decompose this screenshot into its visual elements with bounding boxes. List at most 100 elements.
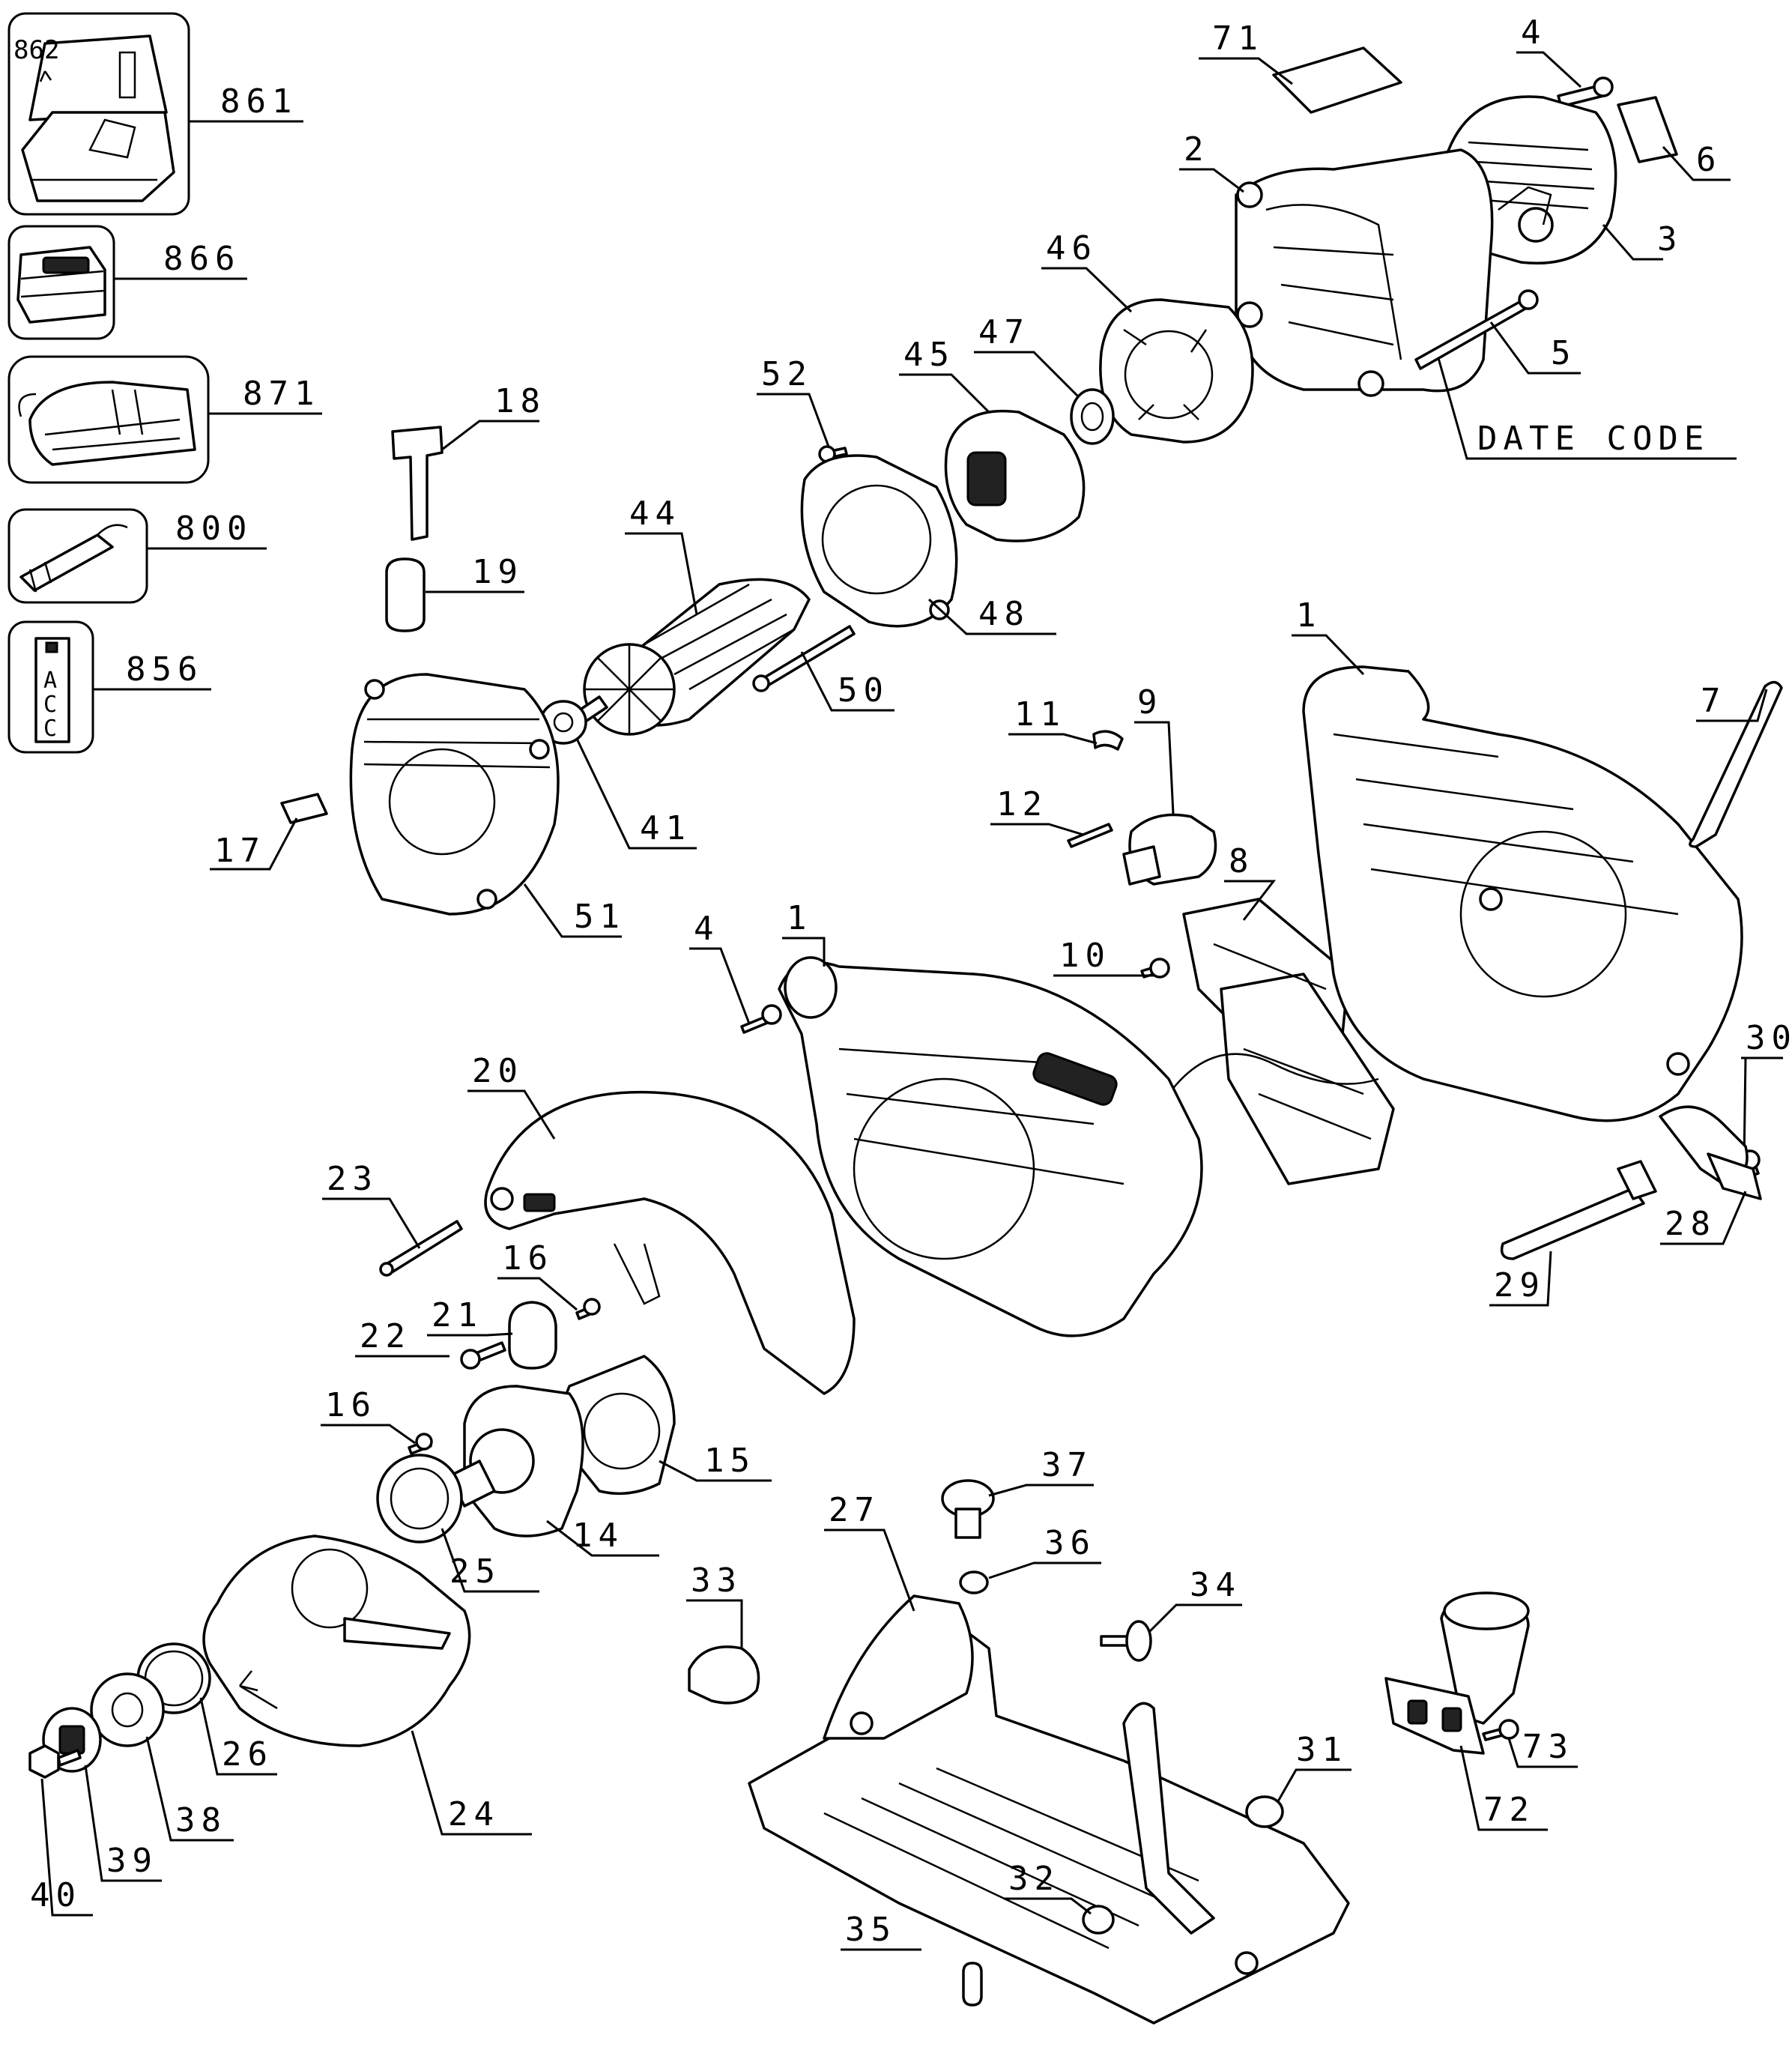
svg-text:19: 19 bbox=[472, 553, 524, 591]
part-shoe-27: 27 bbox=[748, 1491, 1350, 2025]
svg-text:38: 38 bbox=[175, 1801, 227, 1839]
svg-text:72: 72 bbox=[1483, 1791, 1535, 1829]
label-861: 861 bbox=[220, 82, 297, 121]
svg-text:8: 8 bbox=[1229, 842, 1255, 880]
part-upper-guard-20: 20 bbox=[467, 1052, 856, 1395]
svg-text:10: 10 bbox=[1059, 937, 1111, 975]
svg-text:50: 50 bbox=[838, 671, 889, 710]
part-washer-31: 31 bbox=[1245, 1731, 1351, 1828]
part-pad-32: 32 bbox=[1004, 1860, 1115, 1935]
date-code-label: DATE CODE bbox=[1477, 420, 1710, 458]
part-brush-holder-46: 46 bbox=[1041, 229, 1254, 444]
svg-text:5: 5 bbox=[1551, 334, 1577, 372]
part-label-6: 6 bbox=[1617, 96, 1731, 181]
svg-text:21: 21 bbox=[432, 1296, 483, 1334]
accessory-kit-box-861: 862 861 bbox=[7, 12, 303, 216]
svg-text:17: 17 bbox=[214, 832, 266, 870]
svg-text:33: 33 bbox=[691, 1561, 742, 1600]
svg-text:28: 28 bbox=[1665, 1205, 1716, 1243]
part-rod-29: 29 bbox=[1489, 1160, 1657, 1307]
svg-text:29: 29 bbox=[1494, 1266, 1546, 1304]
part-screw-4-left: 4 bbox=[689, 910, 782, 1034]
svg-text:6: 6 bbox=[1696, 141, 1722, 179]
part-label-71: 71 bbox=[1199, 19, 1402, 114]
part-lower-guard-24: 24 bbox=[202, 1535, 532, 1836]
part-bolt-34: 34 bbox=[1100, 1566, 1242, 1662]
svg-text:46: 46 bbox=[1046, 229, 1098, 267]
part-washer-38: 38 bbox=[90, 1672, 234, 1842]
part-screw-52: 52 bbox=[757, 355, 848, 463]
svg-text:24: 24 bbox=[448, 1795, 500, 1833]
svg-text:41: 41 bbox=[640, 809, 691, 847]
svg-text:45: 45 bbox=[903, 336, 955, 374]
part-baffle-48: 48 bbox=[800, 454, 1056, 635]
svg-text:18: 18 bbox=[494, 382, 546, 420]
svg-text:20: 20 bbox=[472, 1052, 524, 1090]
svg-text:14: 14 bbox=[572, 1517, 624, 1555]
svg-text:40: 40 bbox=[30, 1876, 82, 1914]
svg-text:16: 16 bbox=[502, 1239, 554, 1278]
svg-text:44: 44 bbox=[629, 495, 681, 533]
svg-text:35: 35 bbox=[845, 1911, 897, 1949]
part-screw-10: 10 bbox=[1053, 937, 1170, 979]
part-screw-22: 22 bbox=[355, 1317, 506, 1370]
part-knob-33: 33 bbox=[686, 1561, 760, 1705]
svg-text:34: 34 bbox=[1190, 1566, 1241, 1604]
acc-tag-c2: C bbox=[43, 716, 57, 742]
svg-text:27: 27 bbox=[829, 1491, 880, 1529]
svg-text:52: 52 bbox=[761, 355, 813, 393]
svg-text:47: 47 bbox=[978, 313, 1030, 351]
accessory-manual-box-856: A C C 856 bbox=[7, 620, 211, 754]
part-bolt-40: 40 bbox=[28, 1744, 93, 1917]
svg-text:51: 51 bbox=[574, 898, 626, 936]
part-lever-28: 28 bbox=[1659, 1105, 1762, 1245]
svg-text:23: 23 bbox=[327, 1160, 378, 1198]
part-pin-23: 23 bbox=[322, 1160, 463, 1277]
part-bushing-21: 21 bbox=[427, 1296, 557, 1370]
part-brush-18: 18 bbox=[391, 382, 546, 541]
svg-text:32: 32 bbox=[1008, 1860, 1060, 1898]
label-871: 871 bbox=[243, 375, 320, 413]
accessory-battery-box-866: 866 bbox=[7, 225, 247, 340]
part-bearing-47: 47 bbox=[974, 313, 1115, 445]
svg-text:71: 71 bbox=[1212, 19, 1264, 58]
accessory-charger-box-871: 871 bbox=[7, 355, 322, 484]
svg-text:48: 48 bbox=[978, 595, 1030, 633]
part-screw-4-top: 4 bbox=[1516, 13, 1614, 108]
part-nut-36: 36 bbox=[959, 1524, 1101, 1594]
accessory-tool-box-800: 800 bbox=[7, 508, 267, 604]
part-screw-73: 73 bbox=[1482, 1719, 1578, 1768]
svg-text:3: 3 bbox=[1657, 220, 1683, 258]
svg-text:22: 22 bbox=[360, 1317, 411, 1355]
svg-text:16: 16 bbox=[325, 1386, 377, 1424]
label-862: 862 bbox=[13, 35, 59, 65]
part-brush-sleeve-19: 19 bbox=[385, 553, 524, 632]
part-hex-key-7: 7 bbox=[1689, 680, 1783, 848]
svg-text:4: 4 bbox=[694, 910, 720, 948]
svg-text:31: 31 bbox=[1296, 1731, 1348, 1769]
svg-text:39: 39 bbox=[106, 1842, 158, 1880]
svg-text:37: 37 bbox=[1041, 1446, 1093, 1484]
armature-fan bbox=[583, 643, 676, 736]
part-gear-housing-51: 51 bbox=[349, 673, 626, 938]
svg-text:36: 36 bbox=[1044, 1524, 1096, 1562]
part-ring-25: 25 bbox=[376, 1454, 539, 1593]
part-spring-11: 11 bbox=[1008, 695, 1124, 751]
label-856: 856 bbox=[126, 650, 203, 689]
part-spindle-plate-14: 14 bbox=[448, 1385, 659, 1557]
part-screw-5: 5 bbox=[1414, 289, 1581, 375]
svg-text:7: 7 bbox=[1701, 682, 1727, 720]
part-armature-44: 44 bbox=[575, 495, 811, 736]
svg-text:73: 73 bbox=[1522, 1728, 1574, 1766]
part-motor-housing-2: 2 bbox=[1179, 130, 1494, 397]
svg-text:9: 9 bbox=[1137, 683, 1163, 722]
svg-text:11: 11 bbox=[1014, 695, 1066, 734]
acc-tag-c1: C bbox=[43, 692, 57, 718]
part-knob-37: 37 bbox=[941, 1446, 1094, 1539]
label-800: 800 bbox=[175, 510, 252, 548]
part-dust-port-72: 72 bbox=[1384, 1591, 1548, 1831]
part-screw-16-bottom: 16 bbox=[321, 1386, 433, 1455]
svg-text:15: 15 bbox=[704, 1442, 756, 1480]
svg-text:30: 30 bbox=[1746, 1019, 1792, 1057]
